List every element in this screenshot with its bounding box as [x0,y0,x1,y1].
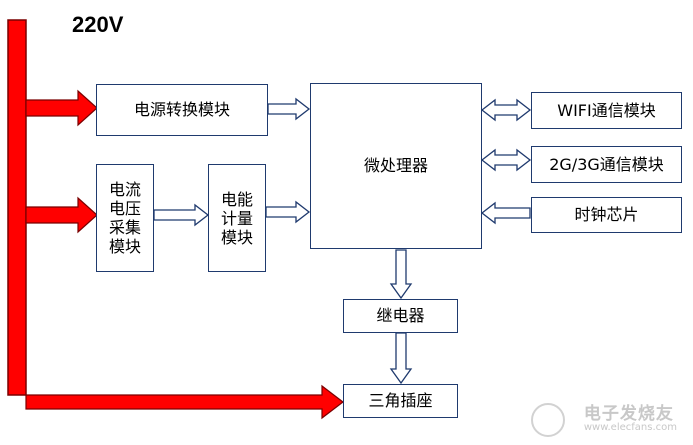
sampling-module-box: 电流 电压 采集 模块 [96,164,154,272]
relay-box: 继电器 [343,299,458,333]
arrow-power-to-mcu [267,97,311,121]
cellular-module-box: 2G/3G通信模块 [531,146,682,183]
watermark: 电子发烧友 www.elecfans.com [583,404,677,435]
mcu-label: 微处理器 [363,156,428,175]
arrow-mcu-wifi [480,98,532,122]
power-convert-module-label: 电源转换模块 [133,100,230,119]
energy-meter-module-box: 电能 计量 模块 [208,164,266,272]
energy-meter-module-label: 电能 计量 模块 [220,189,253,247]
socket-label: 三角插座 [368,391,433,410]
socket-box: 三角插座 [343,384,458,418]
mains-bus-line [7,19,27,396]
watermark-logo-icon [531,403,565,437]
arrow-relay-to-socket [389,332,413,385]
relay-label: 继电器 [376,306,425,325]
wifi-module-label: WIFI通信模块 [557,100,656,120]
cellular-module-label: 2G/3G通信模块 [549,154,664,174]
voltage-label: 220V [72,12,124,37]
clock-chip-label: 时钟芯片 [574,205,639,224]
arrow-mcu-cellular [480,148,532,172]
mains-arrow-power [25,89,98,127]
watermark-url: www.elecfans.com [583,422,677,433]
arrow-sampling-to-meter [153,203,210,227]
power-convert-module-box: 电源转换模块 [96,84,268,136]
clock-chip-box: 时钟芯片 [531,197,682,233]
arrow-clock-to-mcu [480,201,531,225]
arrow-mcu-to-relay [389,249,413,300]
arrow-meter-to-mcu [265,200,311,224]
mcu-box: 微处理器 [310,83,482,249]
sampling-module-label: 电流 电压 采集 模块 [108,180,141,256]
mains-arrow-sampling [25,196,98,234]
mains-arrow-socket [25,384,344,420]
wifi-module-box: WIFI通信模块 [531,92,682,129]
watermark-name: 电子发烧友 [583,404,674,424]
